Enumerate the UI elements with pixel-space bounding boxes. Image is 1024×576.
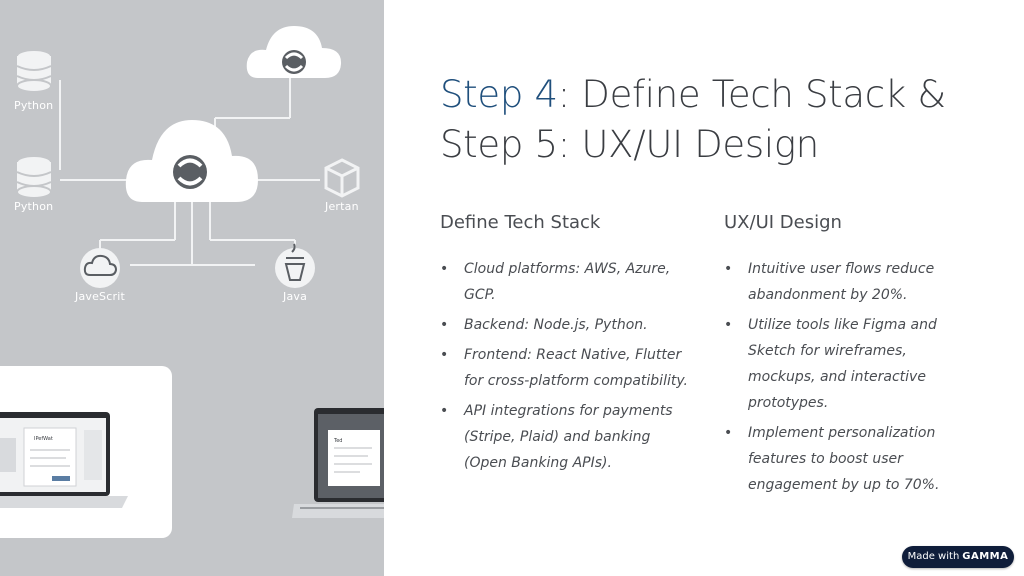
bullet-marker: • (440, 261, 449, 277)
bullet-marker: • (724, 317, 733, 333)
title-rest: : Define Tech Stack & Step 5: UX/UI Desi… (440, 73, 946, 166)
tech-stack-column: Define Tech Stack • Cloud platforms: AWS,… (440, 210, 690, 480)
content-panel: Step 4: Define Tech Stack & Step 5: UX/U… (384, 0, 1024, 576)
column-heading: UX/UI Design (724, 212, 842, 233)
bullet-marker: • (724, 261, 733, 277)
badge-brand: GAMMA (962, 551, 1009, 562)
list-item-text: Cloud platforms: AWS, Azure, GCP. (464, 261, 671, 303)
list-item: • Implement personalization features to b… (724, 420, 964, 498)
list-item: • Intuitive user flows reduce abandonment… (724, 256, 964, 308)
list-item: • Backend: Node.js, Python. (440, 312, 690, 338)
column-heading: Define Tech Stack (440, 212, 601, 233)
bullet-marker: • (440, 403, 449, 419)
list-item-text: API integrations for payments (Stripe, P… (464, 403, 673, 471)
slide-title: Step 4: Define Tech Stack & Step 5: UX/U… (440, 70, 1000, 170)
list-item-text: Utilize tools like Figma and Sketch for … (748, 317, 937, 411)
ux-ui-column: UX/UI Design • Intuitive user flows reduc… (724, 210, 964, 502)
list-item-text: Backend: Node.js, Python. (464, 317, 648, 333)
laptop-left (0, 412, 128, 508)
illustration-panel: IPefWat Ted Python Python Jertan JaveScr… (0, 0, 384, 576)
node-label-python: Python (14, 99, 54, 112)
node-label-javascript: JaveScrit (75, 290, 125, 303)
list-item: • Utilize tools like Figma and Sketch for… (724, 312, 964, 416)
list-item-text: Frontend: React Native, Flutter for cros… (464, 347, 688, 389)
list-item: • Frontend: React Native, Flutter for cro… (440, 342, 690, 394)
cloud-icon (125, 120, 258, 202)
title-accent: Step 4 (440, 73, 558, 116)
network-illustration: IPefWat Ted (0, 26, 384, 538)
bullet-marker: • (440, 317, 449, 333)
bullet-list: • Intuitive user flows reduce abandonment… (724, 256, 964, 498)
node-label-java: Java (283, 290, 308, 303)
bullet-marker: • (724, 425, 733, 441)
laptop-right (292, 408, 384, 518)
node-label-python: Python (14, 200, 54, 213)
package-icon (324, 158, 360, 198)
list-item: • API integrations for payments (Stripe, … (440, 398, 690, 476)
laptop-screen-text: Ted (333, 438, 342, 444)
java-icon (275, 243, 315, 288)
cloud-badge-icon (80, 248, 120, 288)
laptop-screen-text: IPefWat (34, 436, 53, 442)
list-item-text: Implement personalization features to bo… (748, 425, 940, 493)
bullet-list: • Cloud platforms: AWS, Azure, GCP. • Back… (440, 256, 690, 476)
database-icon (16, 49, 52, 93)
database-icon (16, 155, 52, 199)
bullet-marker: • (440, 347, 449, 363)
node-label-jertan: Jertan (325, 200, 359, 213)
list-item-text: Intuitive user flows reduce abandonment … (748, 261, 935, 303)
cloud-icon (246, 26, 342, 78)
list-item: • Cloud platforms: AWS, Azure, GCP. (440, 256, 690, 308)
badge-prefix: Made with (907, 551, 960, 562)
